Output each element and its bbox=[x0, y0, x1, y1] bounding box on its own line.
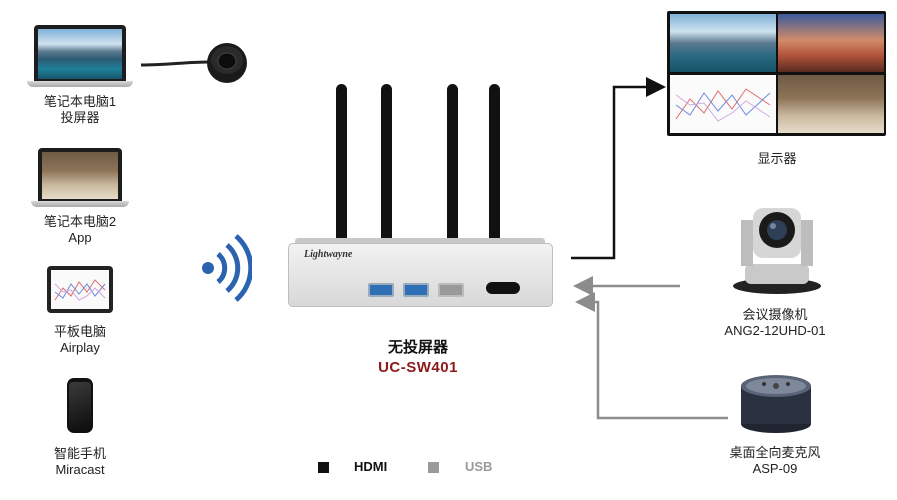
mountain-lake-image bbox=[38, 29, 122, 79]
tablet-label: 平板电脑 Airplay bbox=[20, 324, 140, 356]
smartphone bbox=[67, 378, 93, 433]
antenna-1 bbox=[336, 84, 347, 242]
device-body bbox=[288, 243, 553, 307]
hdmi-line bbox=[571, 77, 666, 260]
device-model: UC-SW401 bbox=[378, 359, 458, 376]
display-quad-chart bbox=[670, 75, 776, 133]
mic-name: 桌面全向麦克风 bbox=[729, 445, 821, 460]
tablet-screen bbox=[51, 270, 109, 309]
mic-model: ASP-09 bbox=[752, 461, 798, 476]
power-button bbox=[486, 282, 520, 294]
laptop-1-method: 投屏器 bbox=[60, 110, 100, 125]
tablet-chart-icon bbox=[54, 279, 106, 301]
mic-label: 桌面全向麦克风 ASP-09 bbox=[705, 445, 845, 477]
laptop-1-label: 笔记本电脑1 投屏器 bbox=[20, 94, 140, 126]
brand-logo: Lightwayne bbox=[304, 249, 353, 260]
phone-method: Miracast bbox=[55, 462, 105, 477]
laptop-2-name: 笔记本电脑2 bbox=[43, 214, 117, 229]
camera-model: ANG2-12UHD-01 bbox=[724, 323, 826, 338]
usb-line-mic bbox=[575, 292, 728, 420]
laptop-2-label: 笔记本电脑2 App bbox=[20, 214, 140, 246]
usb-port-1 bbox=[368, 283, 394, 297]
meeting-image bbox=[42, 152, 118, 199]
ptz-camera-icon bbox=[733, 208, 821, 294]
display-chart-icon bbox=[675, 88, 771, 122]
display-name: 显示器 bbox=[757, 151, 797, 166]
wifi-icon bbox=[202, 234, 252, 302]
laptop-2-method: App bbox=[68, 230, 92, 245]
tablet-name: 平板电脑 bbox=[53, 324, 106, 339]
phone-label: 智能手机 Miracast bbox=[20, 446, 140, 478]
usb-port-2 bbox=[403, 283, 429, 297]
tablet-method: Airplay bbox=[60, 340, 100, 355]
display-monitor bbox=[667, 11, 886, 136]
legend-usb-swatch bbox=[428, 462, 439, 473]
legend-hdmi-swatch bbox=[318, 462, 329, 473]
antenna-4 bbox=[489, 84, 500, 242]
dongle-icon bbox=[140, 43, 247, 83]
display-quad-lake bbox=[670, 14, 776, 72]
tablet bbox=[47, 266, 113, 313]
antenna-2 bbox=[381, 84, 392, 242]
antenna-3 bbox=[447, 84, 458, 242]
camera-label: 会议摄像机 ANG2-12UHD-01 bbox=[695, 307, 855, 339]
laptop-1-screen bbox=[34, 25, 126, 81]
display-quad-sunset bbox=[778, 14, 884, 72]
device-top bbox=[295, 238, 545, 246]
legend-hdmi-label: HDMI bbox=[354, 459, 388, 474]
usb-port-3 bbox=[438, 283, 464, 297]
device-name: 无投屏器 bbox=[387, 339, 448, 356]
speakerphone-icon bbox=[741, 375, 811, 433]
device-caption: 无投屏器 UC-SW401 bbox=[338, 338, 498, 378]
phone-name: 智能手机 bbox=[53, 446, 106, 461]
laptop-2-base bbox=[31, 201, 129, 207]
display-quad-meeting bbox=[778, 75, 884, 133]
display-label: 显示器 bbox=[717, 151, 837, 167]
legend-usb-label: USB bbox=[465, 459, 493, 474]
phone-screen bbox=[69, 382, 91, 429]
laptop-1-name: 笔记本电脑1 bbox=[43, 94, 117, 109]
camera-name: 会议摄像机 bbox=[742, 307, 808, 322]
laptop-1-base bbox=[27, 81, 133, 87]
laptop-2-screen bbox=[38, 148, 122, 201]
